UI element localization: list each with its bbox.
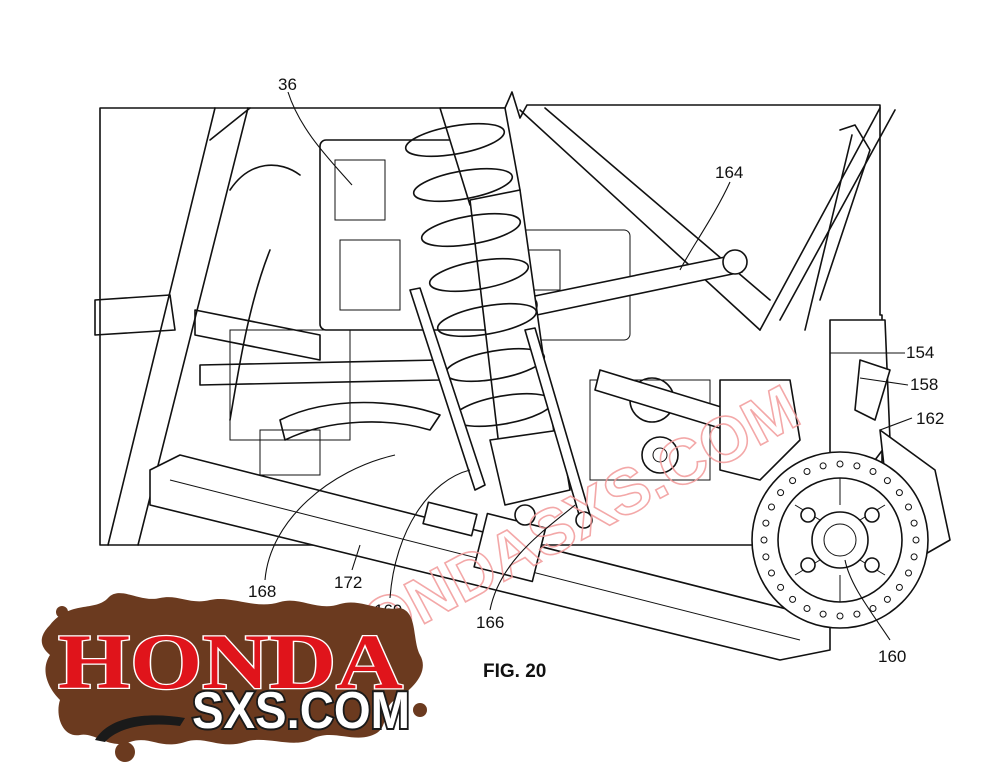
rotor-hole: [895, 583, 903, 591]
figure-caption: FIG. 20: [483, 661, 546, 682]
drawing-border: [99, 91, 883, 546]
spring-coil: [436, 302, 538, 338]
hondasxs-logo: HONDA SXS.COM: [41, 593, 427, 762]
spring-coil: [420, 212, 522, 248]
logo-domain-text: SXS.COM: [192, 682, 410, 740]
engine-block: [94, 139, 711, 481]
rotor-hole: [803, 605, 811, 612]
rotor-hole: [836, 612, 844, 620]
reference-numeral-36: 36: [278, 75, 297, 94]
rotor-hole: [883, 477, 891, 485]
rotor-hole: [905, 569, 912, 577]
reference-numeral-168: 168: [248, 582, 276, 601]
rotor-hole: [869, 468, 877, 475]
reference-numeral-166: 166: [476, 613, 504, 632]
rotor-hole: [836, 460, 844, 468]
rotor-hole: [762, 553, 770, 561]
brake-rotor: [751, 451, 929, 629]
logo-honda-word: HONDA: [58, 618, 403, 705]
wing-icon: [95, 715, 185, 742]
reference-numeral-158: 158: [910, 375, 938, 394]
rotor-hole: [760, 536, 768, 544]
reference-numeral-160: 160: [878, 647, 906, 666]
rotor-hole: [762, 519, 770, 527]
rotor-hole: [819, 462, 827, 470]
lower-control-arm: [594, 369, 801, 481]
leader-lines: [264, 91, 913, 641]
rotor-hole: [853, 610, 861, 618]
rotor-hole: [910, 519, 918, 527]
spring-coil: [404, 122, 506, 158]
rotor-hole: [789, 477, 797, 485]
rotor-hole: [777, 489, 785, 497]
rotor-hole: [803, 468, 811, 475]
rotor-hole: [910, 553, 918, 561]
rotor-hole: [853, 462, 861, 470]
mud-splatter-shape: [41, 593, 423, 745]
rotor-hole: [768, 503, 775, 511]
reference-numeral-162: 162: [916, 409, 944, 428]
rotor-hole: [768, 569, 775, 577]
rotor-hole: [912, 536, 920, 544]
spring-coil: [412, 167, 514, 203]
reference-numeral-172: 172: [334, 573, 362, 592]
rotor-hole: [819, 610, 827, 618]
rotor-hole: [869, 605, 877, 612]
reference-numeral-164: 164: [715, 163, 743, 182]
rotor-hole: [777, 583, 785, 591]
rotor-hole: [883, 595, 891, 603]
upper-control-arm: [518, 249, 748, 317]
spring-coil: [428, 257, 530, 293]
coil-over-shock: [404, 107, 571, 526]
rotor-hole: [905, 503, 912, 511]
rotor-hole: [895, 489, 903, 497]
rotor-hole: [789, 595, 797, 603]
stabilizer-links: [279, 287, 593, 529]
reference-numeral-154: 154: [906, 343, 934, 362]
